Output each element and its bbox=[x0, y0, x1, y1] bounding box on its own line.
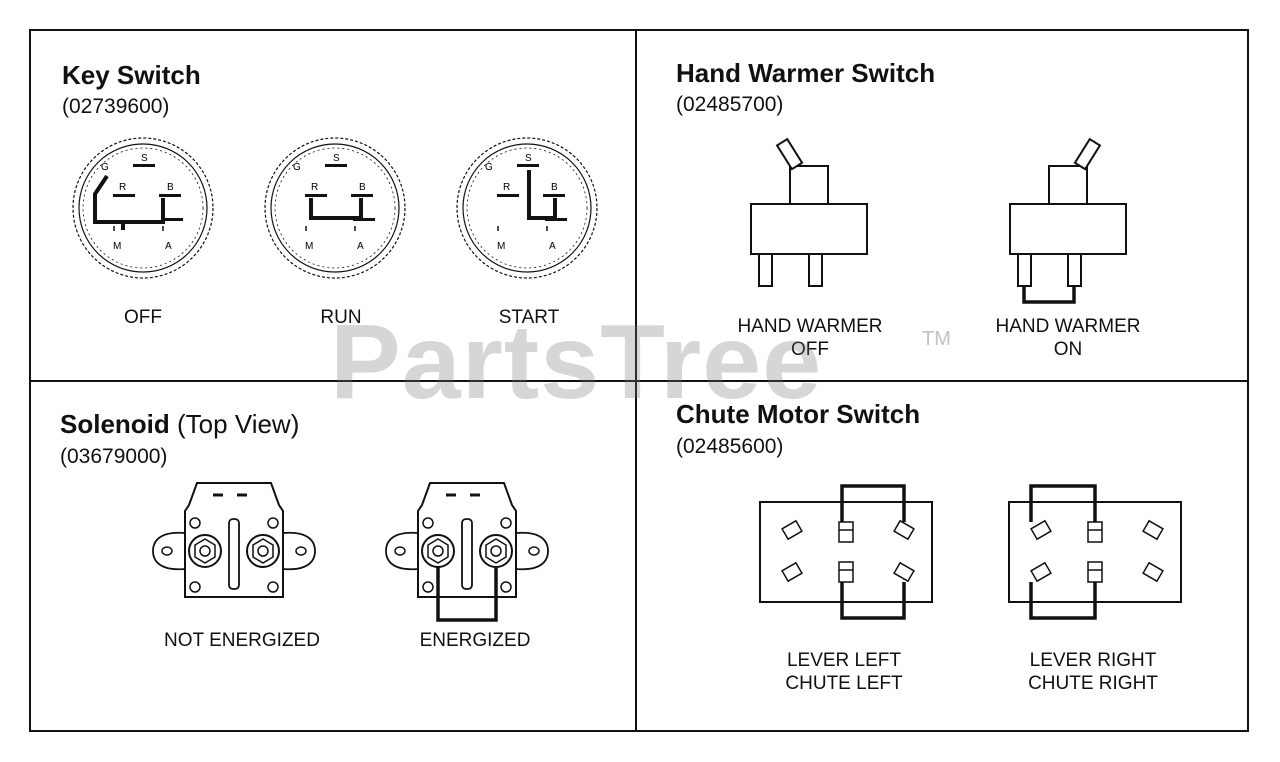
solenoid-part-number: (03679000) bbox=[60, 445, 168, 468]
svg-text:R: R bbox=[503, 182, 510, 193]
chute-right-diagram bbox=[1008, 484, 1182, 620]
svg-text:M: M bbox=[497, 241, 505, 252]
svg-text:A: A bbox=[549, 241, 556, 252]
key-switch-run-diagram: G S R B M A bbox=[264, 137, 406, 279]
solenoid-not-energized-label: NOT ENERGIZED bbox=[164, 630, 320, 651]
svg-text:M: M bbox=[305, 241, 313, 252]
terminal-label: G bbox=[101, 162, 109, 173]
solenoid-energized-label: ENERGIZED bbox=[419, 630, 531, 651]
chute-motor-part-number: (02485600) bbox=[676, 435, 784, 458]
svg-text:A: A bbox=[357, 241, 364, 252]
svg-text:S: S bbox=[141, 153, 148, 164]
hand-warmer-title: Hand Warmer Switch bbox=[676, 58, 936, 88]
solenoid-not-energized-diagram bbox=[151, 481, 317, 599]
key-switch-title: Key Switch bbox=[62, 60, 201, 90]
svg-text:S: S bbox=[525, 153, 532, 164]
svg-text:R: R bbox=[311, 182, 318, 193]
key-switch-off-diagram: G S R B M A bbox=[72, 137, 214, 279]
solenoid-energized-diagram bbox=[384, 481, 550, 622]
hand-warmer-on-diagram bbox=[1009, 137, 1127, 304]
panel-divider-horizontal bbox=[29, 380, 1249, 382]
svg-text:B: B bbox=[551, 182, 558, 193]
key-switch-start-diagram: G S R B M A bbox=[456, 137, 598, 279]
hand-warmer-part-number: (02485700) bbox=[676, 93, 784, 116]
svg-text:G: G bbox=[485, 162, 493, 173]
svg-text:S: S bbox=[333, 153, 340, 164]
key-switch-off-label: OFF bbox=[124, 307, 162, 328]
chute-left-diagram bbox=[759, 484, 933, 620]
solenoid-title-main: Solenoid bbox=[60, 409, 170, 439]
chute-motor-title: Chute Motor Switch bbox=[676, 399, 921, 429]
svg-text:B: B bbox=[359, 182, 366, 193]
hand-warmer-off-diagram bbox=[750, 137, 868, 287]
watermark-trademark: TM bbox=[922, 328, 951, 350]
solenoid-title: Solenoid (Top View) bbox=[60, 409, 299, 440]
svg-text:G: G bbox=[293, 162, 301, 173]
svg-text:A: A bbox=[165, 241, 172, 252]
svg-text:B: B bbox=[167, 182, 174, 193]
key-switch-start-label: START bbox=[498, 307, 560, 328]
svg-text:M: M bbox=[113, 241, 121, 252]
key-switch-run-label: RUN bbox=[320, 307, 362, 328]
key-switch-part-number: (02739600) bbox=[62, 95, 170, 118]
solenoid-title-sub: (Top View) bbox=[177, 409, 300, 439]
svg-text:R: R bbox=[119, 182, 126, 193]
